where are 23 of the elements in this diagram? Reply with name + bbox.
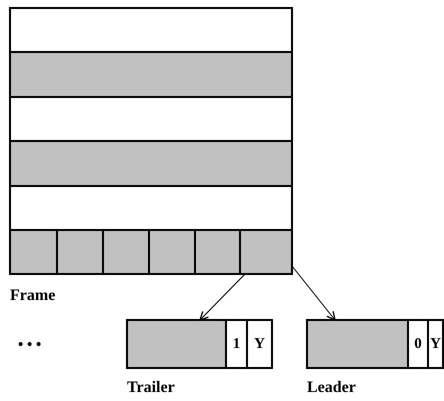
frame-slot — [102, 229, 150, 275]
node-label: Trailer — [127, 378, 175, 398]
frame-slot — [56, 229, 104, 275]
flag-cell: 1 — [225, 319, 248, 369]
flag-cell: Y — [427, 319, 444, 369]
frame-slot — [148, 229, 196, 275]
frame-slot — [9, 96, 293, 142]
record-field — [126, 319, 227, 369]
arrow — [199, 274, 246, 321]
arrow — [292, 266, 336, 321]
frame-slot — [9, 7, 293, 53]
frame-slot — [9, 185, 293, 231]
ellipsis: • • • — [18, 336, 42, 355]
flag-cell: 0 — [407, 319, 429, 369]
record-field — [306, 319, 409, 369]
flag-cell: Y — [246, 319, 273, 369]
node-label: Frame — [10, 286, 56, 306]
frame-slot — [9, 229, 58, 275]
frame-slot — [194, 229, 241, 275]
frame-slot — [9, 51, 293, 98]
node-label: Leader — [307, 378, 356, 398]
frame-slot — [9, 140, 293, 187]
frame-slot — [239, 229, 293, 275]
